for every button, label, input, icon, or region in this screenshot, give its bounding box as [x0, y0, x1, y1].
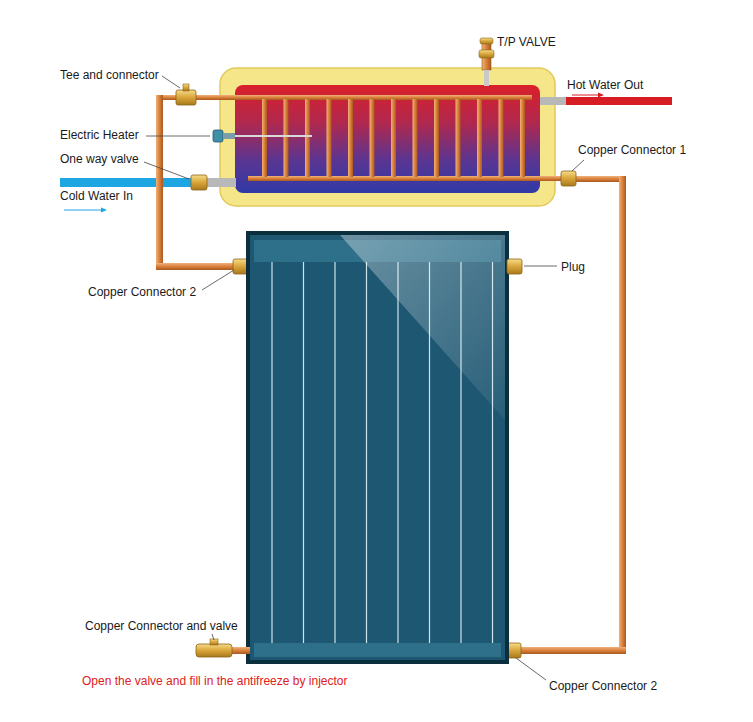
- part-label: Copper Connector 2: [549, 679, 657, 693]
- part-label: Copper Connector 2: [88, 285, 196, 299]
- exchanger-riser: [477, 99, 482, 177]
- exchanger-riser: [413, 99, 418, 177]
- exchanger-riser: [262, 99, 267, 177]
- exchanger-riser: [370, 99, 375, 177]
- exchanger-riser: [284, 99, 289, 177]
- exchanger-riser: [305, 99, 310, 177]
- absorber-tube: [303, 262, 304, 643]
- part-label: One way valve: [60, 152, 139, 166]
- part-label: Copper Connector 1: [578, 143, 686, 157]
- part-label: Tee and connector: [60, 68, 159, 82]
- exchanger-riser: [434, 99, 439, 177]
- instruction-note: Open the valve and fill in the antifreez…: [82, 674, 348, 688]
- part-label: T/P VALVE: [497, 35, 556, 49]
- exchanger-riser: [499, 99, 504, 177]
- flow-label: Cold Water In: [60, 189, 133, 203]
- part-label: Copper Connector and valve: [85, 619, 238, 633]
- exchanger-riser: [520, 99, 525, 177]
- part-label: Plug: [561, 260, 585, 274]
- absorber-tube: [366, 262, 367, 643]
- exchanger-riser: [391, 99, 396, 177]
- absorber-tube: [397, 262, 398, 643]
- part-label: Electric Heater: [60, 128, 139, 142]
- exchanger-riser: [348, 99, 353, 177]
- exchanger-riser: [456, 99, 461, 177]
- flow-label: Hot Water Out: [567, 78, 643, 92]
- absorber-tube: [271, 262, 272, 643]
- exchanger-riser: [327, 99, 332, 177]
- absorber-tube: [334, 262, 335, 643]
